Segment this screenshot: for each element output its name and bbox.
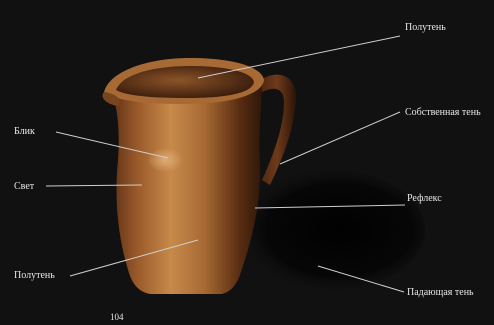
pitcher-handle <box>258 75 296 185</box>
label-penumbra-top: Полутень <box>405 22 446 34</box>
cast-shadow <box>235 170 425 290</box>
label-highlight: Блик <box>14 126 35 138</box>
highlight-spot <box>147 148 183 172</box>
label-light: Свет <box>14 181 34 193</box>
page-number: 104 <box>110 312 124 322</box>
label-reflex: Рефлекс <box>407 193 442 205</box>
leader-penumbra-top <box>198 36 400 78</box>
label-cast-shadow: Падающая тень <box>407 287 474 299</box>
label-penumbra-bottom: Полутень <box>14 270 55 282</box>
leader-own-shadow <box>280 112 400 164</box>
label-own-shadow: Собственная тень <box>405 107 481 119</box>
